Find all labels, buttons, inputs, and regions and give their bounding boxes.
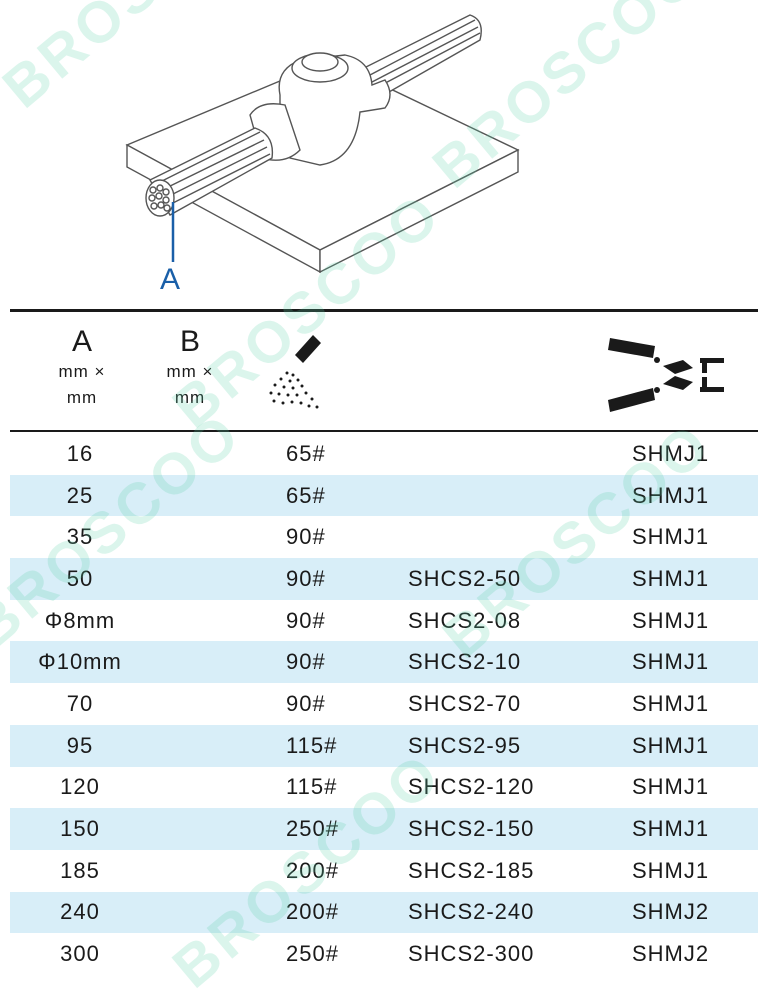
header-col-a: A mm × mm: [42, 325, 122, 411]
table-row: 150 250# SHCS2-150 SHMJ1: [10, 808, 758, 850]
cell-mold: SHCS2-185: [408, 857, 535, 883]
cell-diameter: Φ10mm: [38, 649, 122, 675]
cell-tool: SHMJ2: [632, 899, 710, 925]
cell-tool: SHMJ1: [632, 440, 710, 466]
pointer-label-a: A: [160, 263, 181, 296]
table-row: Φ8mm 90# SHCS2-08 SHMJ1: [10, 600, 758, 642]
cell-tool: SHMJ1: [632, 482, 710, 508]
table-row: 185 200# SHCS2-185 SHMJ1: [10, 850, 758, 892]
welding-powder-icon: [269, 335, 321, 409]
cell-diameter: 35: [66, 524, 94, 550]
cell-tool: SHMJ1: [632, 607, 710, 633]
cell-tool: SHMJ1: [632, 816, 710, 842]
cell-diameter: 150: [60, 816, 100, 842]
cell-tool: SHMJ2: [632, 941, 710, 967]
table-row: 70 90# SHCS2-70 SHMJ1: [10, 683, 758, 725]
table-top-rule: [10, 309, 758, 312]
cell-diameter: 50: [66, 565, 94, 591]
cell-tool: SHMJ1: [632, 857, 710, 883]
cell-tool: SHMJ1: [632, 524, 710, 550]
table-row: 240 200# SHCS2-240 SHMJ2: [10, 891, 758, 934]
table-row: 120 115# SHCS2-120 SHMJ1: [10, 767, 758, 809]
table-row: 95 115# SHCS2-95 SHMJ1: [10, 724, 758, 767]
cell-diameter: 70: [66, 690, 94, 716]
cell-tool: SHMJ1: [632, 774, 710, 800]
spec-table: 16 65# SHMJ1 25 65# SHMJ1 35 90# SHMJ1 50 90# SHCS2…: [10, 433, 758, 975]
cell-diameter: 240: [60, 899, 100, 925]
cell-diameter: 25: [66, 482, 94, 508]
cell-mold: SHCS2-150: [408, 816, 535, 842]
cell-mold: SHCS2-70: [408, 690, 522, 716]
table-row: Φ10mm 90# SHCS2-10 SHMJ1: [10, 641, 758, 684]
cell-mold: SHCS2-50: [408, 565, 522, 591]
cell-tool: SHMJ1: [632, 565, 710, 591]
cell-mold: SHCS2-95: [408, 732, 522, 758]
cell-powder: 90#: [286, 524, 326, 550]
cell-diameter: 300: [60, 941, 100, 967]
table-header: A mm × mm B mm × mm: [0, 315, 763, 427]
cell-diameter: 95: [66, 732, 94, 758]
header-col-b-label: B: [179, 325, 200, 358]
table-header-rule: [10, 430, 758, 432]
cell-powder: 115#: [286, 774, 338, 800]
cell-powder: 65#: [286, 440, 326, 466]
cell-diameter: 185: [60, 857, 100, 883]
cell-diameter: 16: [66, 440, 94, 466]
cell-powder: 90#: [286, 607, 326, 633]
header-col-b-unit-1: mm ×: [166, 362, 214, 381]
cell-powder: 250#: [286, 816, 339, 842]
cell-diameter: Φ8mm: [44, 607, 116, 633]
cell-powder: 90#: [286, 565, 326, 591]
header-col-b-unit-2: mm: [174, 388, 206, 407]
cell-diameter: 120: [60, 774, 100, 800]
cell-tool: SHMJ1: [632, 732, 710, 758]
handle-clamp-icon: [608, 338, 724, 412]
cell-powder: 90#: [286, 690, 326, 716]
table-row: 50 90# SHCS2-50 SHMJ1: [10, 558, 758, 600]
header-col-b: B mm × mm: [150, 325, 230, 411]
table-row: 35 90# SHMJ1: [10, 516, 758, 558]
cable-plate-illustration: [125, 14, 520, 274]
cell-powder: 200#: [286, 899, 339, 925]
cell-powder: 115#: [286, 732, 338, 758]
cell-tool: SHMJ1: [632, 649, 710, 675]
header-col-a-unit-2: mm: [66, 388, 98, 407]
cell-tool: SHMJ1: [632, 690, 710, 716]
cell-powder: 250#: [286, 941, 339, 967]
cell-mold: SHCS2-10: [408, 649, 522, 675]
cell-powder: 90#: [286, 649, 326, 675]
header-col-a-label: A: [71, 325, 92, 358]
cell-powder: 65#: [286, 482, 326, 508]
cell-mold: SHCS2-240: [408, 899, 535, 925]
table-row: 25 65# SHMJ1: [10, 474, 758, 517]
cell-mold: SHCS2-120: [408, 774, 535, 800]
cell-powder: 200#: [286, 857, 339, 883]
table-row: 300 250# SHCS2-300 SHMJ2: [10, 933, 758, 975]
cell-mold: SHCS2-08: [408, 607, 522, 633]
cell-mold: SHCS2-300: [408, 941, 535, 967]
header-col-a-unit-1: mm ×: [58, 362, 106, 381]
table-row: 16 65# SHMJ1: [10, 433, 758, 475]
